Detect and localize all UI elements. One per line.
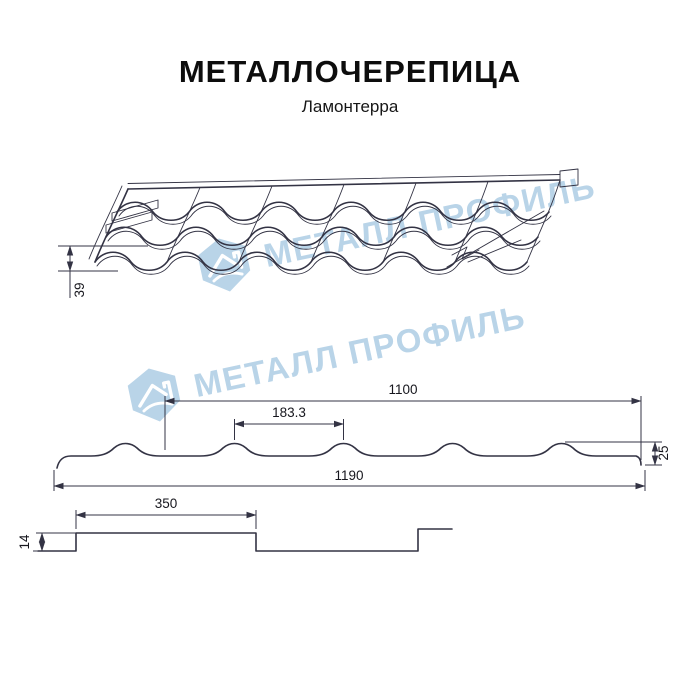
dim-overall-width: 1190 (53, 468, 646, 491)
dim-profile-height-label: 25 (656, 445, 671, 460)
product-title: МЕТАЛЛОЧЕРЕПИЦА (178, 54, 522, 89)
dim-cover-width: 1100 (164, 382, 642, 460)
dim-profile-height: 25 (565, 441, 671, 466)
perspective-view (88, 168, 579, 275)
dim-wave-pitch-label: 183.3 (272, 405, 306, 420)
dim-module-step-label: 14 (17, 534, 32, 550)
cross-section-view (56, 442, 642, 469)
dim-module-step: 14 (17, 532, 76, 552)
product-subtitle: Ламонтерра (301, 97, 399, 116)
title-block: МЕТАЛЛОЧЕРЕПИЦА Ламонтерра (0, 54, 700, 117)
dim-step-height-label: 39 (72, 282, 87, 297)
dim-step-height: 39 (58, 245, 148, 298)
dim-module-length-label: 350 (155, 496, 178, 511)
dim-module-length: 350 (75, 496, 257, 529)
module-section-view (37, 528, 453, 552)
dim-overall-width-label: 1190 (334, 468, 363, 483)
dim-wave-pitch: 183.3 (234, 405, 344, 440)
dim-cover-width-label: 1100 (388, 382, 417, 397)
